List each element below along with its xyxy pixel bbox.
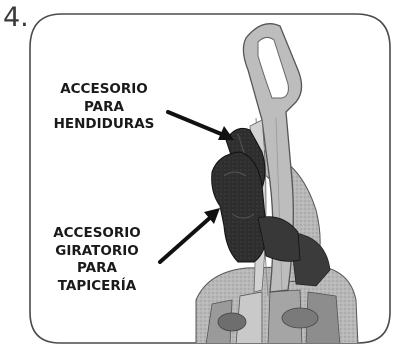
- crevice-tool-label-line: HENDIDURAS: [46, 116, 162, 134]
- crevice-tool-label-line: PARA: [46, 99, 162, 117]
- upholstery-tool-label-line: PARA: [44, 260, 150, 278]
- crevice-tool-label-line: ACCESORIO: [46, 81, 162, 99]
- upholstery-tool-label: ACCESORIO GIRATORIO PARA TAPICERÍA: [44, 225, 150, 295]
- step-number: 4.: [3, 3, 29, 33]
- upholstery-tool-label-line: ACCESORIO: [44, 225, 150, 243]
- crevice-tool-label: ACCESORIO PARA HENDIDURAS: [46, 81, 162, 134]
- upholstery-tool-label-line: TAPICERÍA: [44, 278, 150, 296]
- upholstery-tool-label-line: GIRATORIO: [44, 243, 150, 261]
